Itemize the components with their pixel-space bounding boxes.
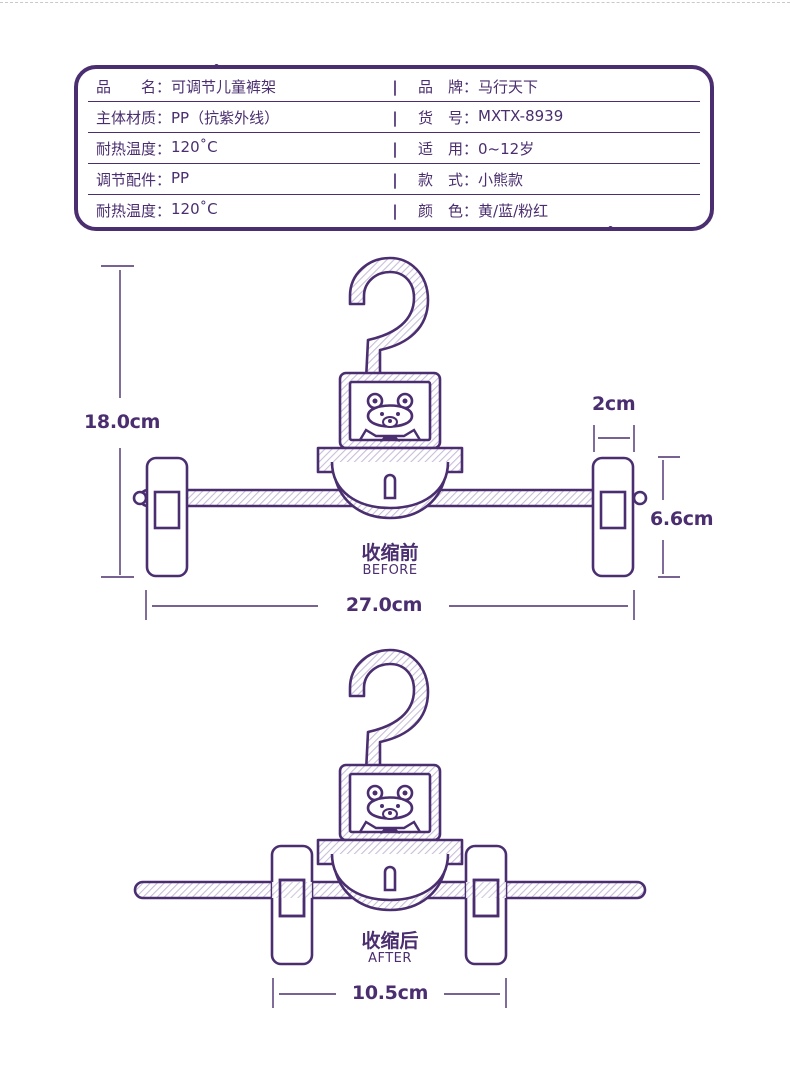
width-before-label: 27.0cm <box>345 594 423 616</box>
spec-label: 品 名： <box>96 78 172 96</box>
spec-value: 120˚C <box>171 200 218 218</box>
spec-value: 黄/蓝/粉红 <box>478 202 549 220</box>
table-dot <box>608 226 613 231</box>
spec-label: 品 牌： <box>418 78 479 96</box>
spec-table: 品 名：可调节儿童裤架 | 品 牌：马行天下 主体材质：PP（抗紫外线） | 货… <box>74 64 714 231</box>
spec-separator: | <box>392 139 398 158</box>
spec-label: 适 用： <box>418 140 479 158</box>
spec-separator: | <box>392 201 398 220</box>
spec-label: 调节配件： <box>96 171 172 189</box>
after-caption-cn: 收缩后 <box>361 930 419 952</box>
spec-label: 耐热温度： <box>96 140 172 158</box>
after-dimensions <box>272 978 507 1008</box>
after-caption-en: AFTER <box>368 951 412 966</box>
height-label: 18.0cm <box>84 411 161 433</box>
row-divider <box>88 101 700 102</box>
spec-value: PP <box>171 169 190 187</box>
spec-label: 颜 色： <box>418 202 479 220</box>
row-divider <box>88 163 700 164</box>
width-after-label: 10.5cm <box>351 982 429 1004</box>
spec-separator: | <box>392 170 398 189</box>
spec-row: 耐热温度：120˚C | 颜 色：黄/蓝/粉红 <box>96 195 700 226</box>
top-dashed-border <box>0 2 790 3</box>
spec-separator: | <box>392 77 398 96</box>
clip-width-label: 2cm <box>592 393 636 415</box>
spec-row: 调节配件：PP | 款 式：小熊款 <box>96 164 700 195</box>
spec-value: 0~12岁 <box>478 140 535 158</box>
spec-separator: | <box>392 108 398 127</box>
before-caption-cn: 收缩前 <box>361 542 419 564</box>
before-dimensions <box>101 265 680 620</box>
spec-value: PP（抗紫外线） <box>171 109 280 127</box>
before-caption-en: BEFORE <box>362 563 418 578</box>
spec-value: 马行天下 <box>478 78 539 96</box>
before-hanger <box>132 258 648 578</box>
spec-value: 可调节儿童裤架 <box>171 78 277 96</box>
spec-label: 耐热温度： <box>96 202 172 220</box>
spec-label: 款 式： <box>418 171 479 189</box>
spec-label: 主体材质： <box>96 109 172 127</box>
spec-row: 主体材质：PP（抗紫外线） | 货 号：MXTX-8939 <box>96 102 700 133</box>
spec-row: 耐热温度：120˚C | 适 用：0~12岁 <box>96 133 700 164</box>
spec-value: 小熊款 <box>478 171 524 189</box>
after-hanger <box>133 650 647 966</box>
row-divider <box>88 132 700 133</box>
spec-label: 货 号： <box>418 109 479 127</box>
spec-row: 品 名：可调节儿童裤架 | 品 牌：马行天下 <box>96 71 700 102</box>
spec-value: MXTX-8939 <box>478 107 564 125</box>
row-divider <box>88 194 700 195</box>
spec-value: 120˚C <box>171 138 218 156</box>
clip-height-label: 6.6cm <box>650 508 714 530</box>
table-dot <box>214 64 219 69</box>
